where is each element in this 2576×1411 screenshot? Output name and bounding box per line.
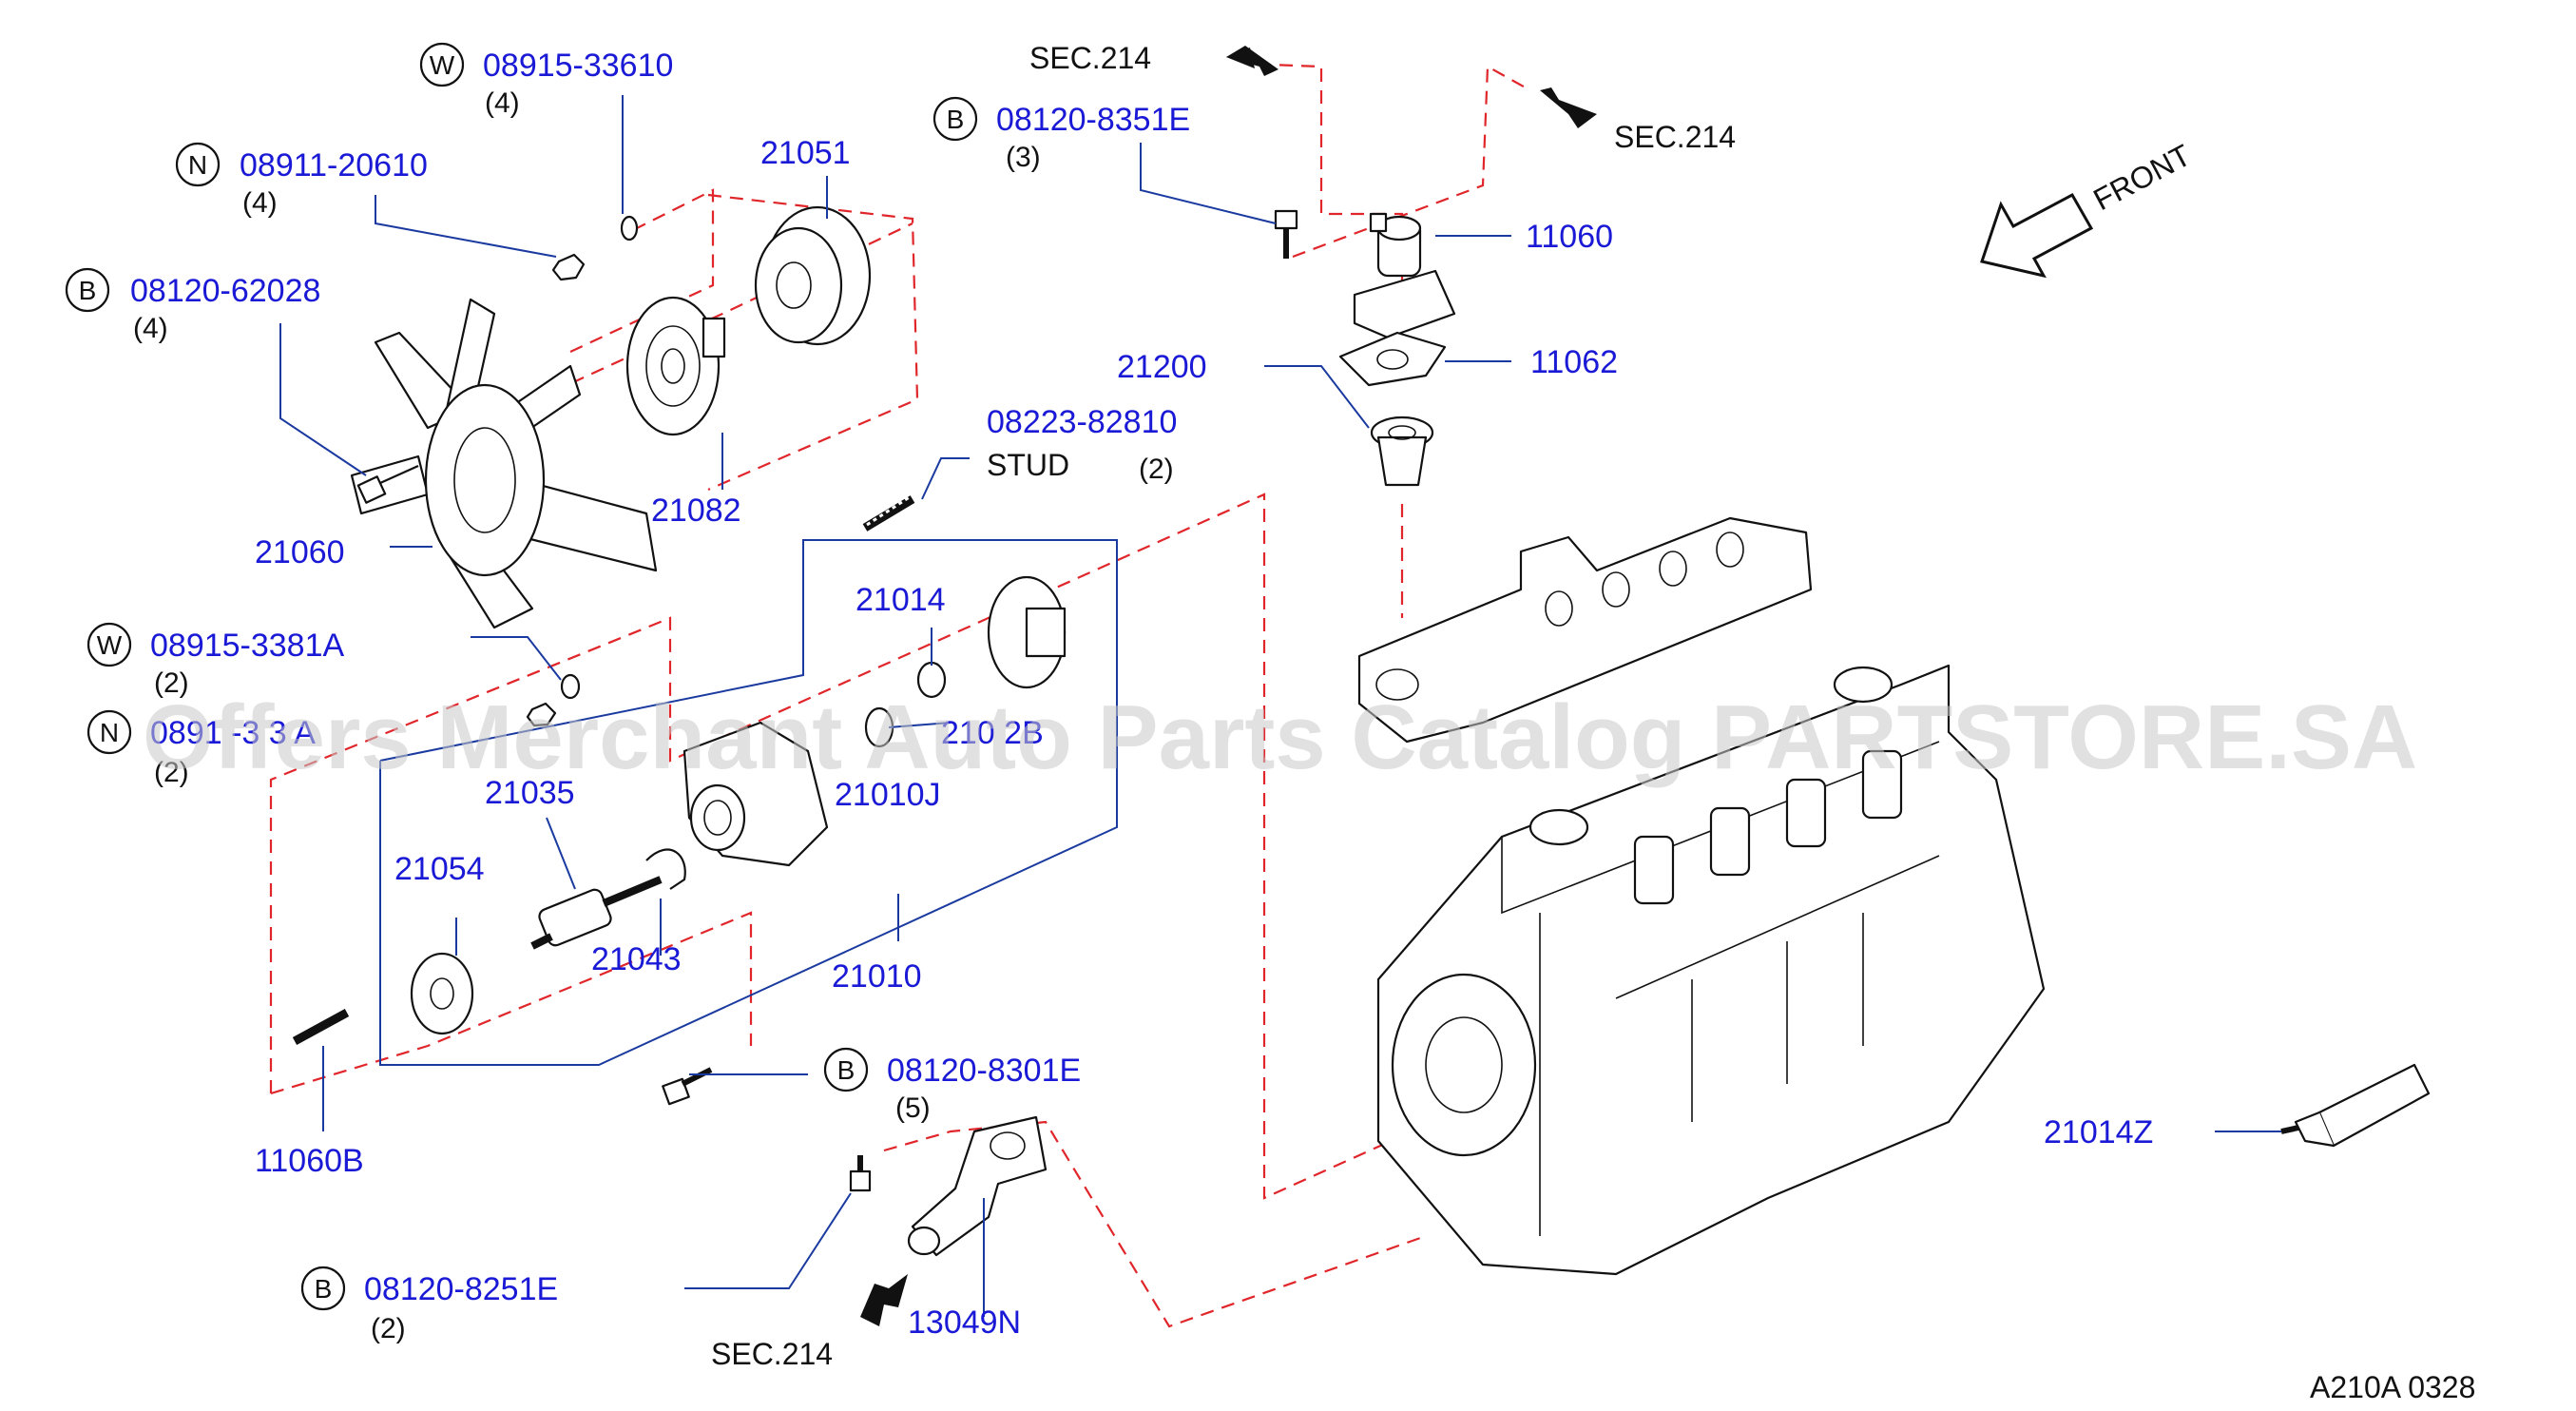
- callout-impeller[interactable]: 210 2B: [941, 715, 1044, 751]
- part-number[interactable]: 08120-8251E: [364, 1271, 558, 1307]
- svg-text:(2): (2): [154, 757, 189, 788]
- svg-text:(5): (5): [895, 1092, 931, 1124]
- callout-fan-clutch[interactable]: 21082: [651, 493, 741, 529]
- watermark: Offers Merchant Auto Parts Catalog PARTS…: [143, 686, 2417, 788]
- water-pump-impeller[interactable]: [987, 575, 1067, 689]
- svg-text:(4): (4): [242, 187, 278, 219]
- front-arrow-icon: [1980, 192, 2094, 279]
- callout-b-pump-bolt[interactable]: B 08120-8301E (5): [823, 1047, 1081, 1124]
- callout-pump-gasket[interactable]: 21043: [591, 941, 682, 977]
- svg-text:(4): (4): [485, 87, 520, 119]
- svg-text:(2): (2): [371, 1313, 406, 1344]
- svg-text:B: B: [947, 105, 965, 134]
- callout-pulley[interactable]: 21051: [760, 135, 851, 171]
- part-number[interactable]: 0891 -3 3 A: [150, 715, 316, 751]
- outlet-bolt[interactable]: [849, 1155, 872, 1192]
- engine-block: [1376, 664, 2046, 1276]
- svg-text:(4): (4): [133, 313, 168, 344]
- sec-arrow-2: [1540, 87, 1597, 128]
- thermostat-housing[interactable]: [1353, 212, 1456, 339]
- callout-fan[interactable]: 21060: [255, 534, 345, 570]
- svg-text:B: B: [315, 1274, 333, 1304]
- part-number[interactable]: 08915-3381A: [150, 628, 345, 664]
- svg-text:N: N: [188, 150, 207, 180]
- part-number[interactable]: 08120-8301E: [887, 1053, 1081, 1089]
- sec-arrow-3: [860, 1274, 908, 1326]
- svg-text:(2): (2): [154, 667, 189, 699]
- water-pump-pulley[interactable]: [754, 205, 872, 346]
- svg-text:(2): (2): [1139, 454, 1174, 485]
- part-number[interactable]: 08911-20610: [240, 147, 428, 184]
- callout-water-outlet[interactable]: 13049N: [908, 1305, 1021, 1341]
- callout-b-outlet-bolt[interactable]: B 08120-8251E (2): [300, 1266, 558, 1344]
- svg-text:B: B: [837, 1055, 855, 1085]
- water-pump-group-bracket: [379, 539, 1118, 1066]
- callout-n-pump-nut[interactable]: N 0891 -3 3 A (2): [87, 709, 316, 788]
- fan-bolt[interactable]: [356, 464, 419, 504]
- svg-text:W: W: [97, 630, 123, 660]
- stud-11060b[interactable]: [292, 1009, 350, 1045]
- fan-clutch[interactable]: [625, 296, 726, 436]
- fan-nut[interactable]: [551, 253, 586, 281]
- svg-text:W: W: [430, 50, 455, 80]
- sec-ref-bottom[interactable]: SEC.214: [711, 1337, 833, 1371]
- fan-blade[interactable]: [350, 298, 658, 629]
- callout-washer-21014[interactable]: 21014: [855, 582, 946, 618]
- callout-b-fan-bolt[interactable]: B 08120-62028 (4): [65, 267, 320, 344]
- pump-shaft[interactable]: [530, 876, 663, 950]
- fan-washer[interactable]: [620, 215, 639, 242]
- callout-gasket[interactable]: 11062: [1530, 344, 1618, 380]
- sec-arrow-1: [1226, 46, 1278, 76]
- water-outlet[interactable]: [907, 1115, 1048, 1257]
- thermostat[interactable]: [1370, 416, 1434, 487]
- callout-hub[interactable]: 21054: [394, 851, 485, 887]
- callout-n-nut[interactable]: N 08911-20610 (4): [175, 142, 428, 219]
- sec-ref-top[interactable]: SEC.214: [1029, 41, 1151, 75]
- callout-w-washer[interactable]: W 08915-33610 (4): [419, 42, 673, 119]
- callout-shaft[interactable]: 21035: [485, 775, 575, 811]
- callout-stud[interactable]: 08223-82810 STUD (2): [987, 404, 1177, 485]
- callout-sealant[interactable]: 21014Z: [2044, 1114, 2153, 1150]
- callout-thermostat[interactable]: 21200: [1117, 349, 1207, 385]
- pump-gasket[interactable]: [645, 848, 686, 890]
- water-pump-housing[interactable]: [682, 721, 829, 867]
- stud[interactable]: [862, 494, 915, 532]
- callout-stud-11060b[interactable]: 11060B: [255, 1143, 364, 1179]
- part-number[interactable]: 08120-8351E: [996, 102, 1190, 138]
- svg-text:(3): (3): [1006, 142, 1041, 173]
- pump-nut[interactable]: [526, 702, 557, 727]
- part-number[interactable]: 08915-33610: [483, 48, 673, 84]
- svg-text:N: N: [100, 718, 119, 747]
- front-label: FRONT: [2087, 138, 2196, 218]
- part-number[interactable]: 08223-82810: [987, 404, 1177, 440]
- pump-bolt[interactable]: [662, 1067, 713, 1106]
- svg-text:B: B: [79, 276, 97, 305]
- callout-b-housing-bolt[interactable]: B 08120-8351E (3): [932, 96, 1190, 173]
- sealant-tube[interactable]: [2280, 1063, 2431, 1148]
- callout-w-pump-washer[interactable]: W 08915-3381A (2): [87, 622, 345, 699]
- diagram-code: A210A 0328: [2310, 1370, 2475, 1404]
- sec-ref-right[interactable]: SEC.214: [1614, 120, 1736, 154]
- intake-manifold: [1357, 516, 1813, 744]
- thermostat-housing-bolt[interactable]: [1274, 209, 1298, 259]
- callout-water-pump[interactable]: 21010: [832, 958, 922, 995]
- callout-seal[interactable]: 21010J: [835, 777, 941, 813]
- leader-lines: [279, 95, 2281, 1317]
- svg-text:STUD: STUD: [987, 448, 1069, 482]
- pump-hub[interactable]: [410, 952, 474, 1035]
- pump-washer[interactable]: [560, 673, 581, 700]
- part-number[interactable]: 08120-62028: [130, 273, 320, 309]
- thermostat-gasket[interactable]: [1338, 331, 1447, 387]
- callout-thermostat-housing[interactable]: 11060: [1526, 219, 1613, 255]
